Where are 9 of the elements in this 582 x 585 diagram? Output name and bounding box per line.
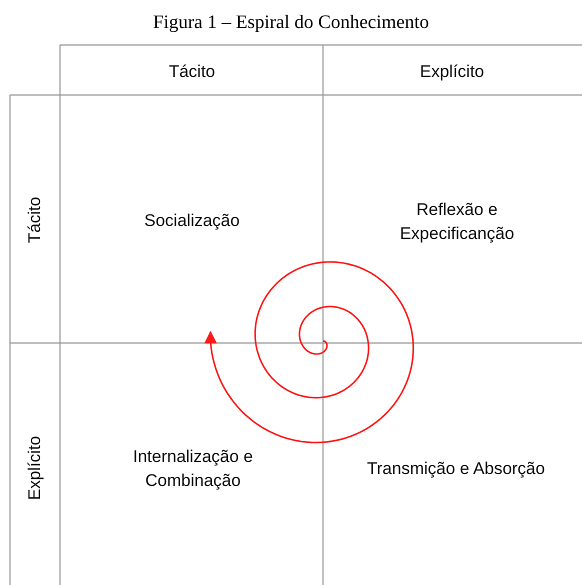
quadrant-label: Internalização e Combinação: [132, 446, 254, 492]
row-header: Tácito: [25, 196, 45, 244]
column-header: Explícito: [418, 61, 486, 83]
column-header: Tácito: [168, 61, 216, 83]
quadrant-label: Reflexão e Expecificanção: [398, 199, 516, 245]
quadrant-label: Socialização: [143, 210, 241, 232]
row-header: Explícito: [25, 436, 45, 500]
figure-title: Figura 1 – Espiral do Conhecimento: [152, 12, 430, 34]
quadrant-label: Transmição e Absorção: [366, 458, 546, 480]
